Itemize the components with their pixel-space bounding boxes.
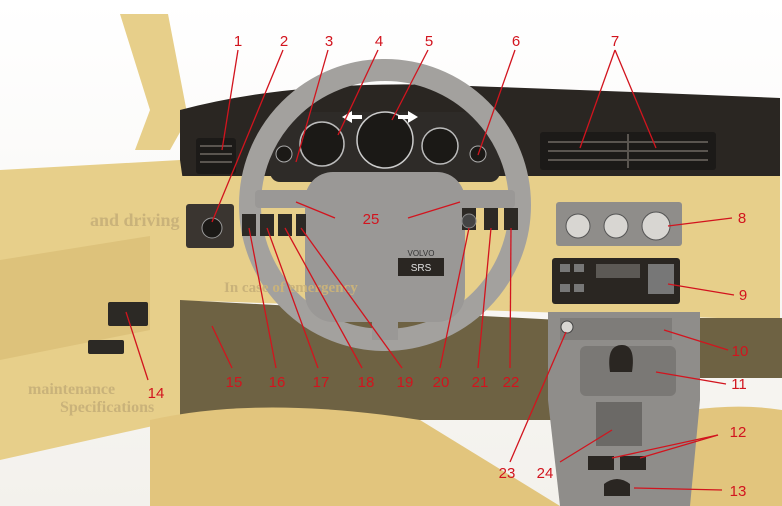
climate-knob-1: [565, 213, 591, 239]
turn-signal-right-icon: [398, 111, 418, 123]
leader-15: [211, 325, 233, 369]
gear-shift-knob: [609, 345, 633, 372]
ashtray-lid: [560, 318, 672, 340]
leader-12b: [611, 434, 719, 459]
leader-2: [211, 49, 284, 223]
callout-19: 19: [397, 374, 414, 391]
leader-12a: [639, 434, 719, 459]
leader-lines: [125, 49, 735, 491]
callout-12: 12: [730, 424, 747, 441]
fuel-temp-gauge: [421, 127, 459, 165]
console-switch-left: [588, 456, 614, 470]
callout-4: 4: [375, 33, 383, 50]
leader-1: [221, 49, 239, 151]
window-switch-cluster: [108, 302, 148, 326]
callout-1: 1: [234, 33, 242, 50]
callout-18: 18: [358, 374, 375, 391]
callout-8: 8: [738, 210, 746, 227]
leader-25b: [407, 201, 461, 219]
callout-6: 6: [512, 33, 520, 50]
handbrake-lever: [604, 479, 630, 496]
leader-10: [663, 329, 729, 351]
leader-17: [266, 227, 319, 369]
callout-14: 14: [148, 385, 165, 402]
console-switch-right: [620, 456, 646, 470]
cigarette-lighter: [560, 320, 574, 334]
callout-3: 3: [325, 33, 333, 50]
leader-8: [667, 217, 733, 227]
leader-14: [125, 311, 149, 381]
headlight-switch-knob: [201, 217, 223, 239]
callout-numbers: 1 2 3 4 5 6 7 8 9 10 11 12 13 14 15 16 1…: [148, 33, 749, 500]
mirror-switch: [88, 340, 124, 354]
leader-6: [477, 49, 516, 156]
bg-text-maintenance: maintenance: [28, 381, 115, 398]
left-side-vent-slats: [200, 145, 232, 163]
climate-knob-2: [603, 213, 629, 239]
callout-15: 15: [226, 374, 243, 391]
leader-23: [509, 331, 567, 463]
door-armrest: [0, 236, 150, 360]
climate-knob-3: [641, 211, 671, 241]
tachometer-gauge: [299, 121, 345, 167]
callout-10: 10: [732, 343, 749, 360]
leader-7a: [579, 49, 616, 149]
passenger-footwell: [700, 318, 782, 378]
gear-selector-gate: [596, 402, 642, 446]
leader-7b: [614, 49, 657, 149]
callout-24: 24: [537, 465, 554, 482]
leader-13: [633, 487, 723, 491]
leader-22: [509, 227, 512, 369]
leader-11: [655, 371, 727, 385]
callout-11: 11: [731, 376, 747, 393]
leader-9: [667, 283, 735, 296]
left-side-vent: [196, 138, 236, 174]
callout-25: 25: [363, 211, 380, 228]
callout-23: 23: [499, 465, 516, 482]
radio-display: [596, 264, 640, 278]
background-text: and driving In case of emergency mainten…: [28, 210, 358, 416]
callout-13: 13: [730, 483, 747, 500]
callout-21: 21: [472, 374, 489, 391]
radio-buttons: [560, 264, 674, 294]
callout-7: 7: [611, 33, 619, 50]
airbag-badge-text: SRS: [411, 263, 432, 274]
leader-24: [559, 429, 613, 463]
ignition-lock: [461, 213, 477, 229]
steering-wheel: VOLVO SRS: [239, 59, 531, 351]
leader-3: [295, 49, 329, 163]
callout-22: 22: [503, 374, 520, 391]
callout-9: 9: [739, 287, 747, 304]
leader-4: [337, 49, 379, 136]
bg-text-driving: and driving: [90, 210, 180, 230]
callout-17: 17: [313, 374, 330, 391]
leader-19: [300, 227, 403, 369]
leader-21: [477, 227, 492, 369]
steering-hub: [305, 172, 465, 322]
leader-16: [248, 227, 277, 369]
speedometer-gauge: [356, 111, 414, 169]
callout-2: 2: [280, 33, 288, 50]
steering-brand-badge: VOLVO: [408, 249, 435, 258]
driver-seat: [150, 407, 560, 506]
leader-20: [439, 227, 470, 369]
bg-text-specifications: Specifications: [60, 399, 154, 416]
center-vent-slats: [548, 134, 708, 168]
leader-5: [391, 49, 429, 121]
small-gauge-left: [275, 145, 293, 163]
callout-5: 5: [425, 33, 433, 50]
windshield-pillar: [120, 14, 188, 150]
bg-text-emergency: In case of emergency: [224, 280, 358, 296]
leader-25a: [295, 201, 336, 219]
turn-signal-left-icon: [342, 111, 362, 123]
callout-20: 20: [433, 374, 450, 391]
footwell: [180, 300, 560, 420]
switch-row-left: [242, 214, 306, 236]
airbag-badge-plate: [398, 258, 444, 276]
callout-16: 16: [269, 374, 286, 391]
leader-18: [284, 227, 363, 369]
